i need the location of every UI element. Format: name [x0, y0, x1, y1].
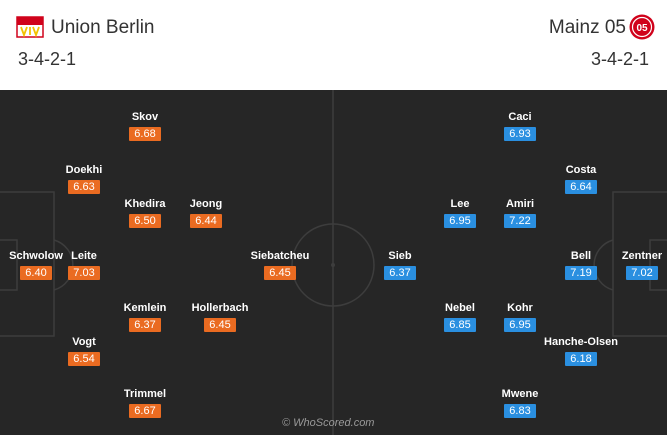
player-rating: 6.45: [204, 318, 236, 332]
player-name: Skov: [131, 111, 159, 123]
player-rating: 6.68: [129, 127, 161, 141]
pitch-lines: [0, 90, 667, 435]
player-name: Kemlein: [123, 302, 167, 314]
pitch: Schwolow 6.40 Doekhi 6.63 Leite 7.03 Vog…: [0, 90, 667, 435]
player-rating: 7.02: [626, 266, 658, 280]
player-siebatcheu[interactable]: Siebatcheu 6.45: [230, 250, 330, 281]
player-rating: 7.03: [68, 266, 100, 280]
player-schwolow[interactable]: Schwolow 6.40: [0, 250, 86, 281]
player-name: Zentner: [621, 250, 663, 262]
player-name: Costa: [565, 164, 597, 176]
player-zentner[interactable]: Zentner 7.02: [592, 250, 667, 281]
player-rating: 6.40: [20, 266, 52, 280]
player-name: Hollerbach: [191, 302, 249, 314]
player-name: Jeong: [189, 198, 223, 210]
player-name: Doekhi: [65, 164, 103, 176]
player-mwene[interactable]: Mwene 6.83: [470, 388, 570, 419]
player-name: Khedira: [124, 198, 166, 210]
player-rating: 6.95: [504, 318, 536, 332]
player-name: Leite: [71, 250, 97, 262]
player-rating: 6.63: [68, 180, 100, 194]
player-khedira[interactable]: Khedira 6.50: [95, 198, 195, 229]
player-hollerbach[interactable]: Hollerbach 6.45: [170, 302, 270, 333]
player-trimmel[interactable]: Trimmel 6.67: [95, 388, 195, 419]
player-amiri[interactable]: Amiri 7.22: [470, 198, 570, 229]
away-team-name[interactable]: Mainz 05: [548, 17, 626, 38]
player-kemlein[interactable]: Kemlein 6.37: [95, 302, 195, 333]
player-vogt[interactable]: Vogt 6.54: [34, 336, 134, 367]
player-leite[interactable]: Leite 7.03: [34, 250, 134, 281]
home-formation: 3-4-2-1: [18, 49, 77, 69]
player-rating: 6.95: [444, 214, 476, 228]
player-name: Vogt: [72, 336, 96, 348]
player-costa[interactable]: Costa 6.64: [531, 164, 631, 195]
player-name: Nebel: [445, 302, 475, 314]
player-name: Amiri: [505, 198, 535, 210]
player-rating: 7.22: [504, 214, 536, 228]
player-jeong[interactable]: Jeong 6.44: [156, 198, 256, 229]
player-rating: 6.18: [565, 352, 597, 366]
player-name: Hanche-Olsen: [544, 336, 618, 348]
player-doekhi[interactable]: Doekhi 6.63: [34, 164, 134, 195]
player-skov[interactable]: Skov 6.68: [95, 111, 195, 142]
player-name: Kohr: [507, 302, 533, 314]
player-rating: 6.67: [129, 404, 161, 418]
player-name: Sieb: [388, 250, 412, 262]
player-lee[interactable]: Lee 6.95: [410, 198, 510, 229]
player-rating: 6.93: [504, 127, 536, 141]
player-rating: 6.85: [444, 318, 476, 332]
player-rating: 6.50: [129, 214, 161, 228]
player-name: Lee: [450, 198, 470, 210]
union-berlin-crest-icon: [16, 16, 44, 38]
player-rating: 6.37: [129, 318, 161, 332]
player-rating: 6.83: [504, 404, 536, 418]
player-rating: 6.44: [190, 214, 222, 228]
match-header: Union Berlin 3-4-2-1 Mainz 05 05 3-4-2-1: [0, 0, 667, 90]
player-sieb[interactable]: Sieb 6.37: [350, 250, 450, 281]
player-hanche-olsen[interactable]: Hanche-Olsen 6.18: [531, 336, 631, 367]
player-rating: 7.19: [565, 266, 597, 280]
player-nebel[interactable]: Nebel 6.85: [410, 302, 510, 333]
player-name: Mwene: [501, 388, 539, 400]
player-rating: 6.37: [384, 266, 416, 280]
player-name: Caci: [508, 111, 532, 123]
watermark: © WhoScored.com: [282, 417, 375, 429]
player-rating: 6.54: [68, 352, 100, 366]
home-team-name[interactable]: Union Berlin: [51, 17, 155, 38]
player-name: Bell: [570, 250, 592, 262]
player-name: Trimmel: [123, 388, 167, 400]
player-name: Siebatcheu: [250, 250, 310, 262]
mainz-05-crest-icon: 05: [629, 14, 655, 40]
player-bell[interactable]: Bell 7.19: [531, 250, 631, 281]
away-formation: 3-4-2-1: [590, 49, 649, 69]
player-rating: 6.45: [264, 266, 296, 280]
player-kohr[interactable]: Kohr 6.95: [470, 302, 570, 333]
player-caci[interactable]: Caci 6.93: [470, 111, 570, 142]
svg-text:05: 05: [636, 23, 648, 34]
player-name: Schwolow: [9, 250, 63, 262]
player-rating: 6.64: [565, 180, 597, 194]
